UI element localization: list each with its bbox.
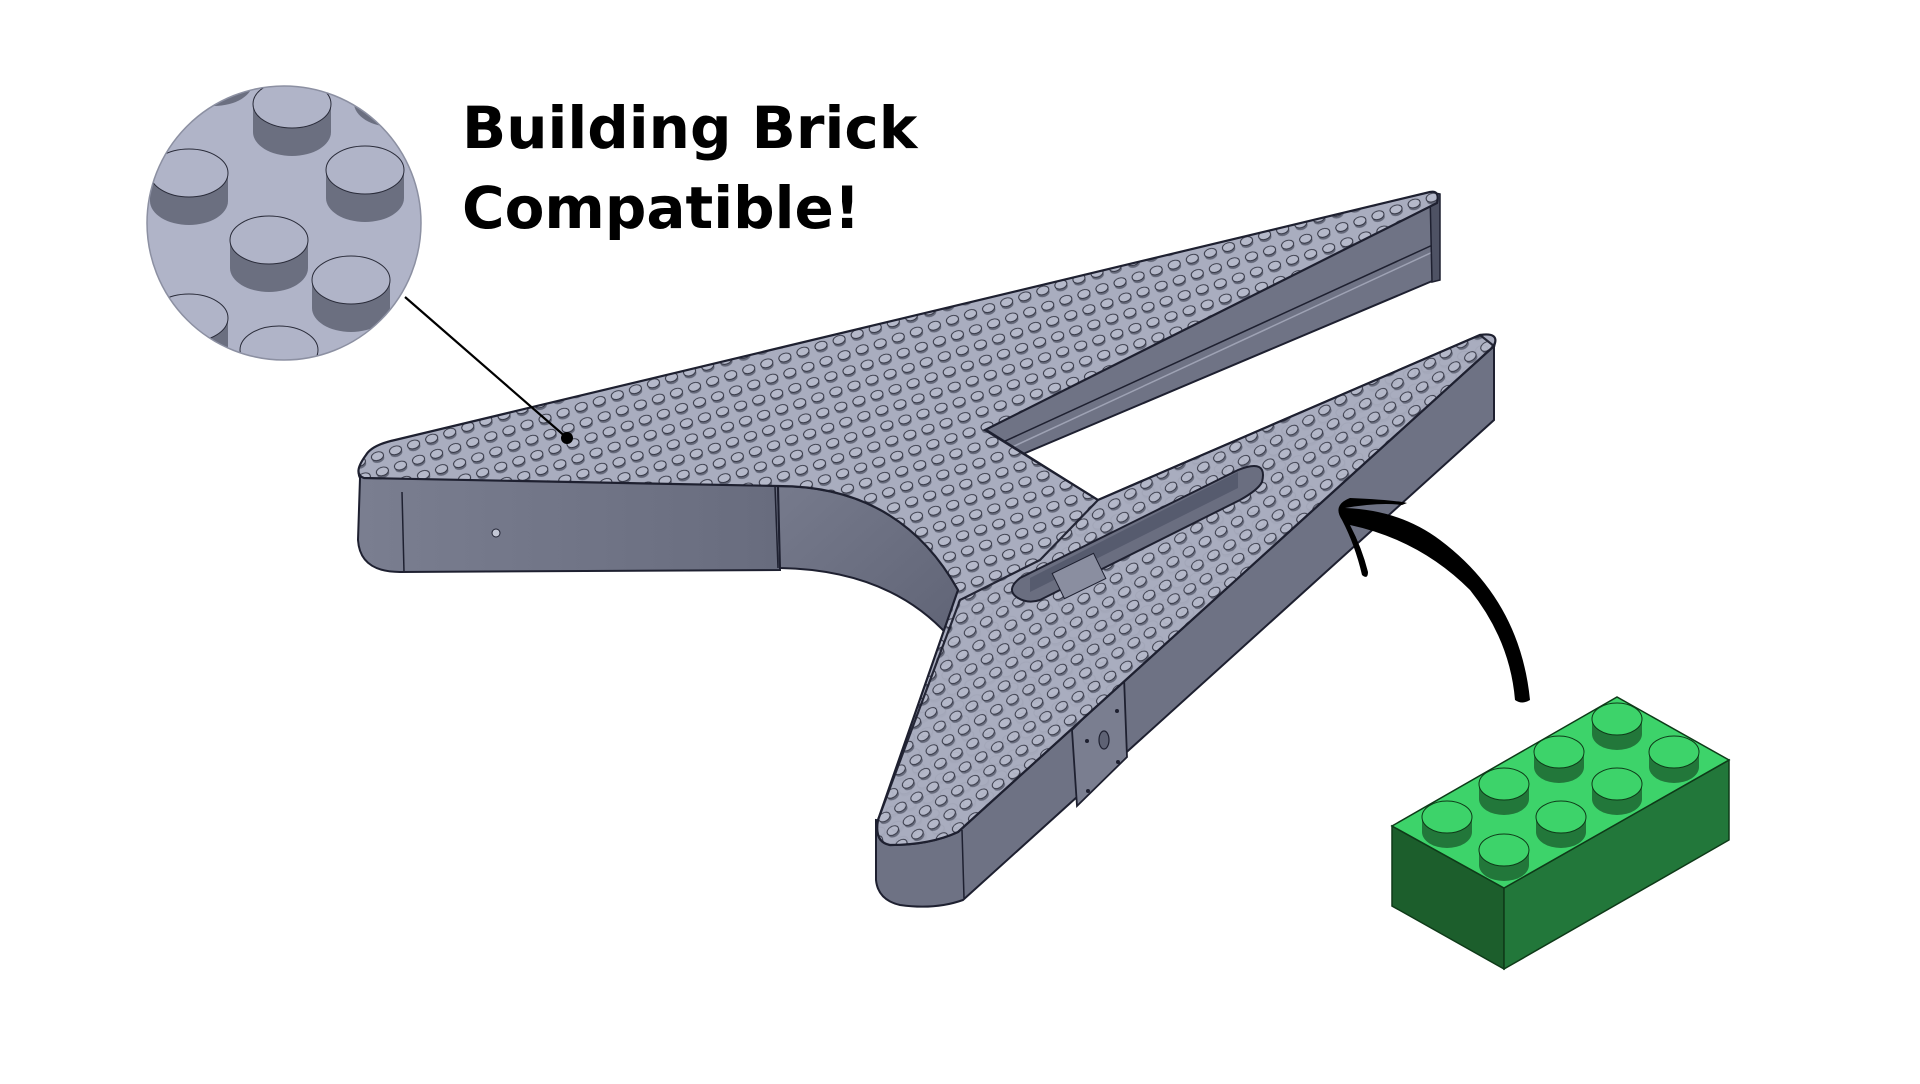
pointer-arrow [1338,498,1530,703]
brick-studs [1421,702,1700,881]
caption: Building Brick Compatible! [462,88,917,248]
callout-dot [561,432,573,444]
green-brick [1390,696,1731,971]
caption-line-1: Building Brick [462,94,918,162]
stand [356,190,1497,908]
callout-leader-line [404,296,568,439]
magnifier-closeup [146,85,422,361]
caption-line-2: Compatible! [462,174,861,242]
magnified-stud [252,86,332,156]
